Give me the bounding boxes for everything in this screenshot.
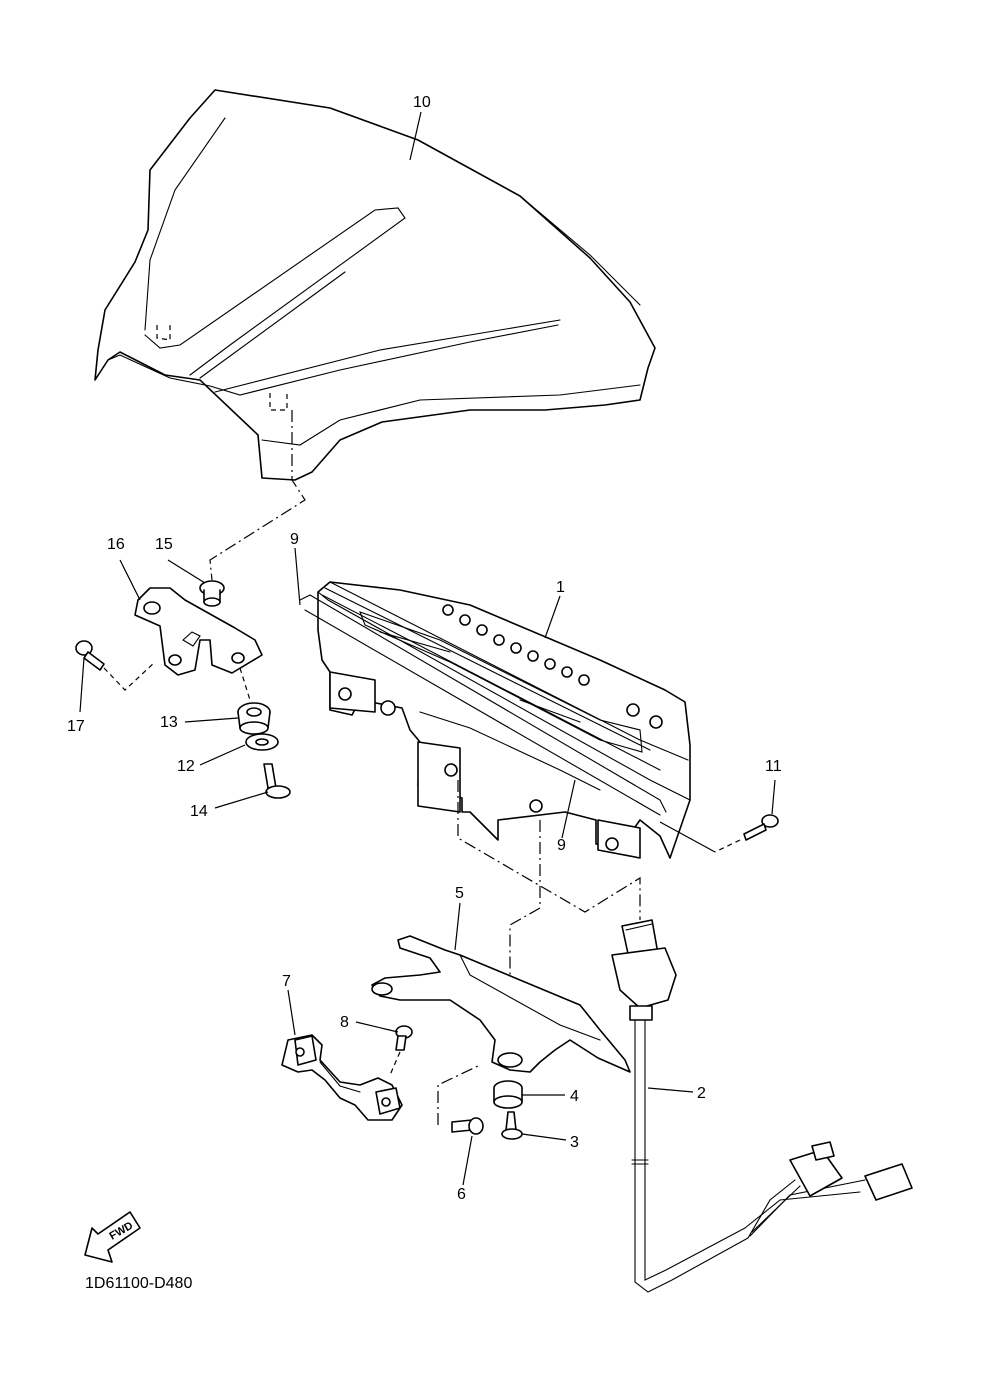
callout-14: 14 xyxy=(190,803,208,820)
callout-2: 2 xyxy=(697,1085,706,1102)
callout-16: 16 xyxy=(107,536,125,553)
callout-5: 5 xyxy=(455,885,464,902)
screw-part-14 xyxy=(263,763,291,799)
grommet-part-15 xyxy=(199,580,225,607)
callout-numbers: 10 1 9 16 15 17 13 12 14 11 9 5 7 8 4 3 … xyxy=(67,94,782,1203)
washer-part-12 xyxy=(245,733,279,751)
grommet-part-4 xyxy=(493,1080,523,1109)
callout-7: 7 xyxy=(282,973,291,990)
callout-8: 8 xyxy=(340,1014,349,1031)
callout-11: 11 xyxy=(765,758,782,775)
bracket-part-7 xyxy=(281,1034,403,1121)
callout-12: 12 xyxy=(177,758,195,775)
meter-cover-part xyxy=(94,89,656,481)
bolt-part-17 xyxy=(75,640,156,691)
callout-15: 15 xyxy=(155,536,173,553)
bracket-part-5 xyxy=(371,935,631,1073)
screw-part-8 xyxy=(395,1025,413,1051)
fwd-arrow-icon: FWD xyxy=(84,1211,141,1263)
bolt-part-6 xyxy=(451,1117,484,1135)
screw-part-11 xyxy=(743,814,779,841)
meter-assembly-part-1 xyxy=(299,581,691,859)
callout-9-bottom: 9 xyxy=(557,837,566,854)
callout-17: 17 xyxy=(67,718,85,735)
callout-3: 3 xyxy=(570,1134,579,1151)
wire-harness-part-2 xyxy=(611,919,913,1293)
callout-13: 13 xyxy=(160,714,178,731)
grommet-part-13 xyxy=(237,702,271,735)
diagram-code: 1D61100-D480 xyxy=(85,1275,192,1292)
callout-1: 1 xyxy=(556,579,565,596)
callout-10: 10 xyxy=(413,94,431,111)
callout-4: 4 xyxy=(570,1088,579,1105)
callout-leaders xyxy=(79,111,776,1186)
callout-9-top: 9 xyxy=(290,531,299,548)
callout-6: 6 xyxy=(457,1186,466,1203)
indicator-lights xyxy=(442,604,590,686)
screw-part-3 xyxy=(501,1111,523,1140)
bracket-part-16 xyxy=(134,587,263,676)
